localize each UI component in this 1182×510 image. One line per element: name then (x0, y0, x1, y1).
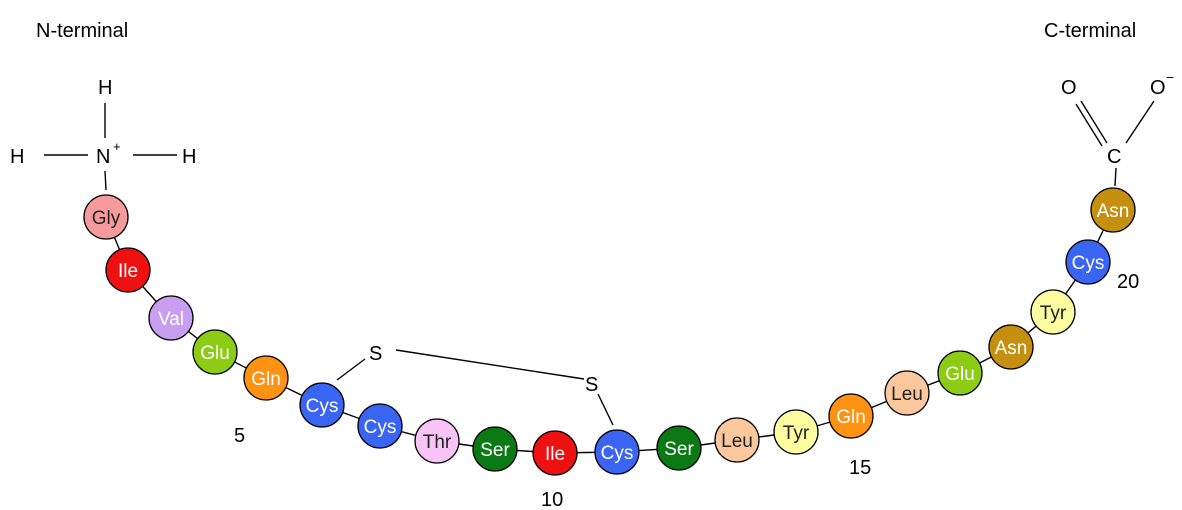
residue-11: Cys (594, 429, 640, 475)
residue-label: Cys (306, 396, 339, 417)
residue-label: Ser (480, 440, 510, 461)
residue-label: Ile (118, 261, 138, 282)
residue-8: Thr (414, 418, 460, 464)
carboxyl-oxygen-double: O (1061, 77, 1077, 99)
residue-label: Asn (1097, 201, 1130, 222)
residue-circle (243, 355, 289, 401)
residue-label: Cys (364, 417, 397, 438)
residue-1: Gly (83, 194, 129, 240)
residue-15: Gln (828, 393, 874, 439)
residue-label: Ile (545, 444, 565, 465)
residue-circle (192, 329, 238, 375)
residue-17: Glu (937, 350, 983, 396)
residue-21: Asn (1090, 187, 1136, 233)
residue-14: Tyr (773, 409, 819, 455)
residue-18: Asn (988, 324, 1034, 370)
residue-circle (1065, 239, 1111, 285)
carboxyl-oxygen-single: O (1150, 77, 1166, 99)
position-label-15: 15 (849, 457, 871, 479)
residue-circle (148, 295, 194, 341)
residue-19: Tyr (1030, 289, 1076, 335)
disulfide-bridge: S S (336, 343, 614, 426)
amine-hydrogen-top: H (98, 77, 112, 99)
carboxyl-carbon: C (1107, 146, 1121, 168)
residue-5: Gln (243, 355, 289, 401)
residue-circle (357, 403, 403, 449)
residue-circle (656, 425, 702, 471)
residue-4: Glu (192, 329, 238, 375)
residue-circle (414, 418, 460, 464)
residue-circle (532, 430, 578, 476)
residue-label: Glu (200, 343, 230, 364)
residue-10: Ile (532, 430, 578, 476)
residue-20: Cys (1065, 239, 1111, 285)
residue-6: Cys (299, 382, 345, 428)
residue-circle (988, 324, 1034, 370)
residue-13: Leu (714, 417, 760, 463)
residue-16: Leu (884, 370, 930, 416)
sulfur-atom-1: S (369, 343, 382, 365)
residue-3: Val (148, 295, 194, 341)
residue-label: Gln (251, 369, 281, 390)
residue-circle (83, 194, 129, 240)
residue-label: Asn (995, 338, 1028, 359)
residue-label: Ser (664, 439, 694, 460)
residue-circle (1030, 289, 1076, 335)
residue-circle (884, 370, 930, 416)
amine-positive-charge: + (113, 139, 121, 154)
residue-7: Cys (357, 403, 403, 449)
amine-hydrogen-left: H (10, 146, 24, 168)
residue-label: Leu (721, 431, 753, 452)
position-label-10: 10 (541, 489, 563, 510)
residue-label: Thr (423, 432, 452, 453)
carboxyl-group: O O − C (1061, 69, 1174, 187)
amine-hydrogen-right: H (182, 146, 196, 168)
position-label-20: 20 (1117, 271, 1139, 293)
residue-12: Ser (656, 425, 702, 471)
residue-label: Val (158, 309, 184, 330)
residue-circle (105, 247, 151, 293)
residue-circle (714, 417, 760, 463)
residue-label: Tyr (1040, 303, 1067, 324)
n-terminal-label: N-terminal (36, 20, 128, 42)
residue-2: Ile (105, 247, 151, 293)
residue-circle (594, 429, 640, 475)
residue-circle (299, 382, 345, 428)
position-label-5: 5 (234, 425, 245, 447)
c-terminal-label: C-terminal (1044, 20, 1136, 42)
residue-label: Gly (92, 208, 121, 229)
residue-circle (828, 393, 874, 439)
amine-nitrogen: N (96, 146, 110, 168)
residue-circle (472, 426, 518, 472)
residue-label: Glu (945, 364, 975, 385)
residue-label: Tyr (783, 423, 810, 444)
residue-circle (773, 409, 819, 455)
amine-group: H H H N + (10, 77, 196, 191)
residue-label: Cys (601, 443, 634, 464)
residue-circle (1090, 187, 1136, 233)
residue-9: Ser (472, 426, 518, 472)
carboxyl-negative-charge: − (1166, 69, 1174, 85)
residue-circle (937, 350, 983, 396)
residue-label: Leu (891, 384, 923, 405)
residue-label: Cys (1072, 253, 1105, 274)
sulfur-atom-2: S (585, 374, 598, 396)
residue-label: Gln (836, 407, 866, 428)
